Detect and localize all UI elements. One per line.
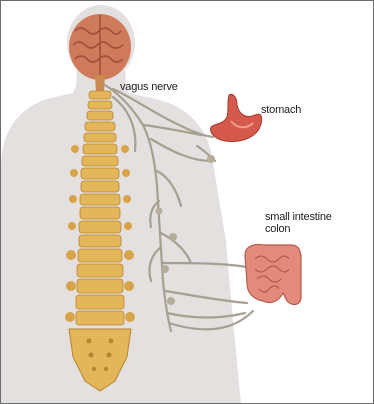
colon-label: colon <box>265 223 290 235</box>
stomach-label: stomach <box>261 104 301 116</box>
small-intestine-label: small intestine <box>265 211 332 223</box>
colon <box>245 244 301 304</box>
brainstem <box>95 75 105 93</box>
vagus-nerve-label: vagus nerve <box>120 81 178 93</box>
stomach <box>211 94 262 141</box>
